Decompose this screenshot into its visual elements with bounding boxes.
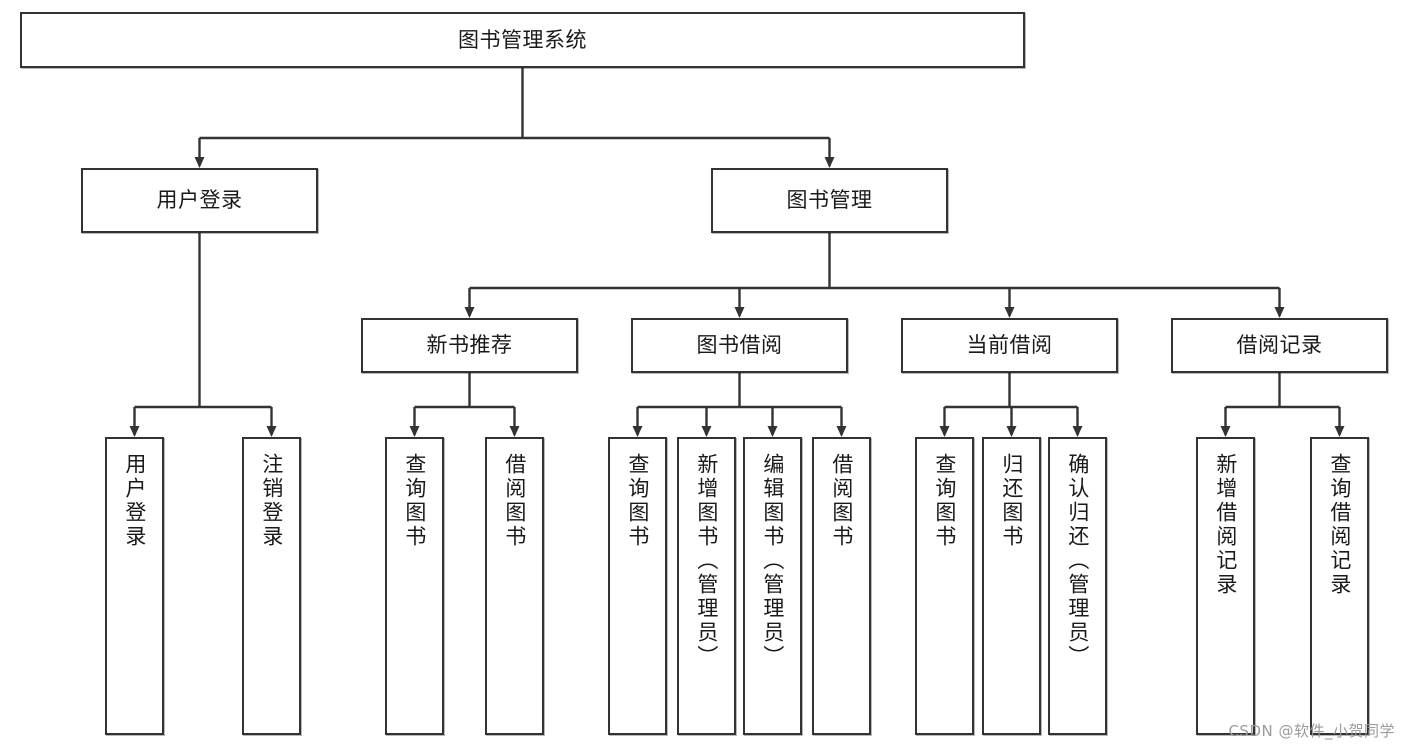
node-book-management-module[interactable]: 图书管理	[711, 168, 948, 233]
csdn-watermark: CSDN @软件_小贺同学	[1228, 722, 1395, 740]
node-borrow-record-label: 借阅记录	[1236, 333, 1323, 358]
leaf-user-logout-label: 注销登录	[259, 453, 284, 549]
leaf-current-query-book[interactable]: 查询图书	[915, 437, 974, 735]
leaf-current-query-book-label: 查询图书	[932, 453, 957, 549]
leaf-borrow-edit-book-label: 编辑图书（管理员）	[760, 453, 785, 669]
node-book-borrow-label: 图书借阅	[696, 333, 783, 358]
leaf-current-return-book-label: 归还图书	[999, 453, 1024, 549]
leaf-record-add-record-label: 新增借阅记录	[1213, 453, 1238, 597]
node-borrow-record[interactable]: 借阅记录	[1171, 318, 1388, 373]
node-book-borrow[interactable]: 图书借阅	[631, 318, 848, 373]
node-user-login-module-label: 用户登录	[156, 188, 243, 213]
leaf-borrow-query-book-label: 查询图书	[625, 453, 650, 549]
node-book-management-module-label: 图书管理	[786, 188, 873, 213]
leaf-newbook-borrow-book[interactable]: 借阅图书	[485, 437, 544, 735]
leaf-newbook-borrow-book-label: 借阅图书	[502, 453, 527, 549]
leaf-newbook-query-book-label: 查询图书	[402, 453, 427, 549]
node-new-book-recommend[interactable]: 新书推荐	[361, 318, 578, 373]
leaf-borrow-edit-book[interactable]: 编辑图书（管理员）	[743, 437, 802, 735]
node-current-borrow-label: 当前借阅	[966, 333, 1053, 358]
leaf-borrow-query-book[interactable]: 查询图书	[608, 437, 667, 735]
leaf-current-confirm-return-label: 确认归还（管理员）	[1065, 453, 1090, 669]
leaf-current-confirm-return[interactable]: 确认归还（管理员）	[1048, 437, 1107, 735]
leaf-borrow-lend-book-label: 借阅图书	[829, 453, 854, 549]
leaf-record-query-record-label: 查询借阅记录	[1327, 453, 1352, 597]
leaf-user-login[interactable]: 用户登录	[105, 437, 164, 735]
node-new-book-recommend-label: 新书推荐	[426, 333, 513, 358]
leaf-current-return-book[interactable]: 归还图书	[982, 437, 1041, 735]
leaf-borrow-lend-book[interactable]: 借阅图书	[812, 437, 871, 735]
leaf-borrow-add-book[interactable]: 新增图书（管理员）	[677, 437, 736, 735]
node-user-login-module[interactable]: 用户登录	[81, 168, 318, 233]
leaf-borrow-add-book-label: 新增图书（管理员）	[694, 453, 719, 669]
leaf-user-logout[interactable]: 注销登录	[242, 437, 301, 735]
leaf-user-login-label: 用户登录	[122, 453, 147, 549]
node-current-borrow[interactable]: 当前借阅	[901, 318, 1118, 373]
leaf-record-add-record[interactable]: 新增借阅记录	[1196, 437, 1255, 735]
leaf-newbook-query-book[interactable]: 查询图书	[385, 437, 444, 735]
leaf-record-query-record[interactable]: 查询借阅记录	[1310, 437, 1369, 735]
node-root[interactable]: 图书管理系统	[20, 12, 1025, 68]
node-root-label: 图书管理系统	[458, 27, 587, 52]
